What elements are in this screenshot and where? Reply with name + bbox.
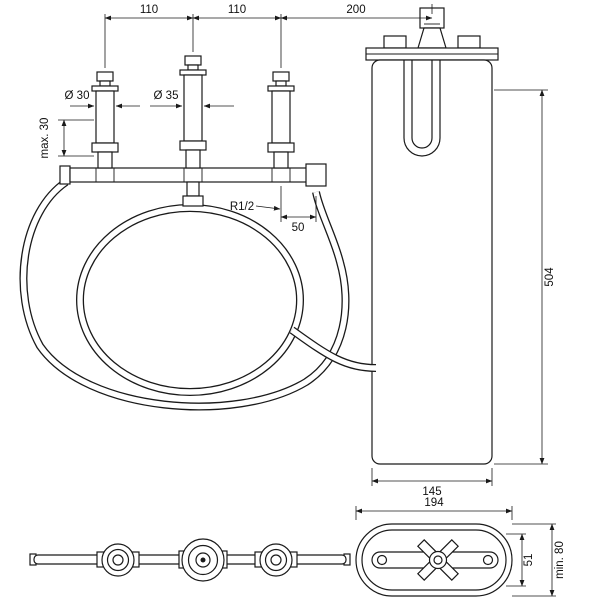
dim-label-51: 51 — [523, 554, 535, 567]
top-extension-lines — [104, 4, 433, 68]
valve-collar — [99, 80, 111, 87]
plan-dimensions: 194 51 min. 80 — [355, 497, 566, 597]
tee-joints — [95, 168, 291, 182]
dim-label-145: 145 — [422, 486, 441, 498]
cross-handle — [416, 538, 460, 582]
slot-screw-right — [482, 554, 494, 566]
handle-hub-center — [433, 555, 443, 565]
dim-label-200: 200 — [346, 4, 365, 16]
outlet-nut — [182, 195, 204, 207]
valve-plan-outer — [259, 543, 293, 577]
spout-side-view — [365, 7, 499, 465]
valve-flange — [267, 85, 295, 92]
inlet-tube-inner — [411, 60, 433, 149]
valve-nut — [267, 142, 295, 153]
plan-plate — [355, 523, 513, 597]
dim-label-194: 194 — [424, 497, 444, 509]
valve-assembly — [59, 55, 327, 207]
plate-inner-outline — [361, 529, 507, 591]
dim145-extension-lines — [371, 468, 493, 486]
dim-label-110-right: 110 — [228, 4, 246, 16]
dim-label-110-left: 110 — [140, 4, 158, 16]
plan-valve-left — [96, 543, 140, 577]
valve-thread — [271, 90, 291, 144]
handle-hub — [428, 550, 448, 570]
dim-label-50: 50 — [292, 222, 305, 234]
valve-stem — [273, 151, 289, 169]
dim-label-thread: R1/2 — [230, 201, 254, 213]
front-dimensions: 110 110 200 Ø 30 Ø 35 max. 30 R1/2 50 50… — [39, 4, 556, 498]
plan-view: 194 51 min. 80 — [29, 497, 566, 597]
valve-right — [267, 71, 295, 169]
valve-plan-center — [195, 552, 211, 568]
valve-middle — [179, 55, 207, 207]
valve-nut — [179, 140, 207, 151]
valve-collar — [275, 80, 287, 87]
valve-plan-ring — [187, 544, 219, 576]
dim504-extension-lines — [494, 89, 548, 465]
valve-cap — [272, 71, 290, 82]
manifold-left-cap — [59, 165, 71, 185]
plan-valve-middle — [178, 538, 228, 582]
valve-stem — [97, 151, 113, 169]
valve-left — [91, 71, 119, 169]
valve-thread — [183, 74, 203, 142]
mount-block-left — [383, 35, 407, 49]
valve-plan-ring — [106, 548, 130, 572]
dim-label-max30: max. 30 — [39, 118, 51, 159]
valve-plan-outer — [101, 543, 135, 577]
outlet-stub — [186, 181, 200, 197]
thread-leader — [255, 205, 281, 211]
valve-flange — [91, 85, 119, 92]
valve-cap — [184, 55, 202, 66]
dim-label-dia30: Ø 30 — [65, 90, 90, 102]
mount-block-right — [457, 35, 481, 49]
valve-stem — [185, 149, 201, 169]
dim-label-504: 504 — [544, 267, 556, 287]
valve-plan-center — [112, 554, 124, 566]
dim80-extension-lines — [512, 523, 556, 597]
valve-plan-center — [270, 554, 282, 566]
manifold-right-fitting — [305, 163, 327, 187]
valve-cap — [96, 71, 114, 82]
plan-valve-right — [254, 543, 298, 577]
slot-screw-left — [376, 554, 388, 566]
spout-funnel — [417, 27, 447, 49]
connection-hoses — [19, 178, 377, 411]
max30-extension-lines — [58, 119, 94, 157]
valve-plan-dot — [200, 557, 206, 563]
inlet-tube-outer — [403, 60, 441, 157]
valve-flange — [179, 69, 207, 76]
valve-collar — [187, 64, 199, 71]
valve-plan-ring — [264, 548, 288, 572]
dim-label-min80: min. 80 — [554, 541, 566, 579]
valve-nut — [91, 142, 119, 153]
valve-thread — [95, 90, 115, 144]
manifold-pipe — [69, 167, 315, 183]
dim-label-dia35: Ø 35 — [154, 90, 179, 102]
